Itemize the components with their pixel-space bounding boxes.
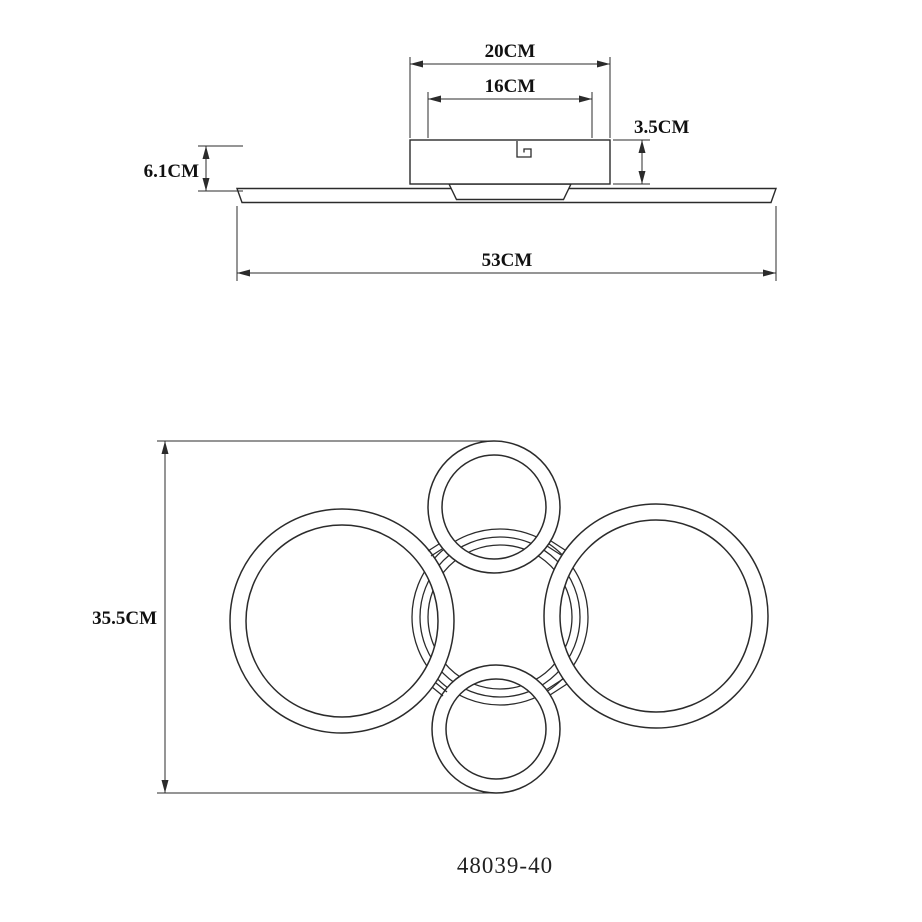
connector-bar — [435, 682, 448, 693]
center-circle-middle — [419, 536, 581, 698]
ring-right-outline — [543, 503, 769, 729]
side-view: 20CM 16CM 3.5CM 6.1CM — [144, 41, 777, 281]
ring-connector-right-bottom — [545, 678, 568, 696]
ring-top-outline — [427, 440, 561, 574]
connector-bar — [546, 545, 562, 556]
dim-label-overall-width: 53CM — [482, 250, 533, 271]
connector-bar — [550, 540, 566, 551]
center-concentric-circles — [411, 528, 589, 706]
dim-overall-width: 53CM — [236, 206, 777, 281]
connector-bar — [427, 543, 440, 552]
center-circle-outer — [411, 528, 589, 706]
dim-canopy-width: 20CM — [409, 41, 611, 138]
canopy-box-outline — [409, 139, 611, 185]
dim-label-inner-width: 16CM — [485, 76, 536, 97]
connector-bar — [545, 678, 564, 691]
connector-bar — [430, 548, 443, 557]
ring-connector-left-top — [427, 543, 443, 557]
canopy-pedestal-outline — [447, 183, 573, 201]
plan-view: 35.5CM — [92, 440, 769, 794]
dim-label-canopy-width: 20CM — [485, 41, 536, 62]
dim-overall-height: 35.5CM — [92, 440, 494, 794]
connector-bar — [431, 686, 444, 697]
dim-edge-height: 6.1CM — [144, 145, 243, 192]
dim-inner-width: 16CM — [427, 76, 593, 138]
dim-label-overall-height: 35.5CM — [92, 608, 157, 629]
model-number-label: 48039-40 — [457, 853, 553, 878]
dim-label-edge-height: 6.1CM — [144, 161, 199, 182]
cable-hook-icon — [516, 141, 532, 158]
ring-connector-right-top — [546, 540, 566, 556]
ring-left-outline — [229, 508, 455, 734]
center-circle-inner — [427, 544, 573, 690]
ring-bottom-outline — [431, 664, 561, 794]
ring-connector-left-bottom — [431, 682, 448, 697]
connector-bar — [549, 683, 568, 696]
dim-canopy-height: 3.5CM — [613, 117, 689, 185]
dim-label-canopy-height: 3.5CM — [634, 117, 689, 138]
